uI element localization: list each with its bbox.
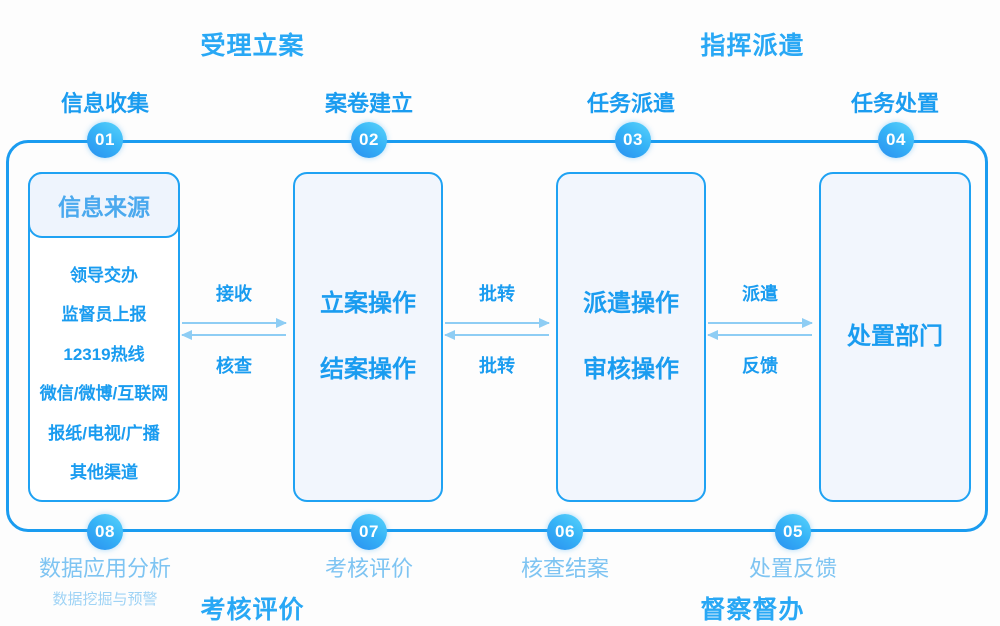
step-caption-02: 案卷建立 [324,91,413,116]
section-title-supervision: 督察督办 [700,596,805,624]
arrow-label-forward-3: 派遣 [742,284,778,304]
arrow-group-1: 接收 核查 [181,280,287,378]
step-caption-05: 处置反馈 [748,556,837,581]
step-badge-08[interactable]: 08 [87,514,123,550]
section-title-acceptance: 受理立案 [200,32,305,60]
arrow-line-backward [182,334,286,336]
card-label-line2: 结案操作 [320,356,416,383]
step-caption-03: 任务派遣 [586,91,675,116]
step-badge-02[interactable]: 02 [351,122,387,158]
list-item: 微信/微博/互联网 [39,384,169,404]
arrow-lines-1 [181,318,287,340]
arrowhead-right-icon [276,318,287,328]
step-caption-08-sub: 数据挖掘与预警 [52,591,158,608]
arrowhead-left-icon [181,330,192,340]
list-item: 其他渠道 [70,463,138,483]
section-title-assessment: 考核评价 [200,596,305,624]
arrow-lines-3 [707,318,813,340]
card-label-line1: 派遣操作 [583,290,679,317]
list-item: 领导交办 [70,265,138,285]
arrow-line-backward [708,334,812,336]
card-handling-department: 处置部门 [819,172,971,502]
arrowhead-left-icon [707,330,718,340]
step-caption-08: 数据应用分析 [38,556,171,581]
card-dispatch-operation: 派遣操作 审核操作 [556,172,706,502]
card-information-source: 信息来源 领导交办 监督员上报 12319热线 微信/微博/互联网 报纸/电视/… [28,172,180,502]
arrow-line-backward [445,334,549,336]
arrow-lines-2 [444,318,550,340]
step-badge-07[interactable]: 07 [351,514,387,550]
step-badge-01[interactable]: 01 [87,122,123,158]
arrowhead-right-icon [539,318,550,328]
arrow-label-backward-2: 批转 [479,356,515,376]
list-item: 报纸/电视/广播 [48,423,160,443]
card-label-line2: 审核操作 [583,356,679,383]
arrowhead-left-icon [444,330,455,340]
step-badge-05[interactable]: 05 [775,514,811,550]
arrow-line-forward [445,322,549,324]
card-case-building: 立案操作 结案操作 [293,172,443,502]
arrow-line-forward [708,322,812,324]
arrow-group-3: 派遣 反馈 [707,280,813,378]
arrow-label-backward-1: 核查 [216,356,252,376]
list-item: 12319热线 [63,344,145,364]
process-track-frame [6,140,988,532]
step-caption-04: 任务处置 [850,91,939,116]
card-label-line1: 立案操作 [320,290,416,317]
card-label-line1: 处置部门 [847,323,943,350]
step-caption-07: 考核评价 [324,556,413,581]
arrowhead-right-icon [802,318,813,328]
step-badge-06[interactable]: 06 [547,514,583,550]
arrow-label-backward-3: 反馈 [742,356,778,376]
information-source-list: 领导交办 监督员上报 12319热线 微信/微博/互联网 报纸/电视/广播 其他… [30,242,178,498]
information-source-header: 信息来源 [28,172,180,238]
step-badge-03[interactable]: 03 [615,122,651,158]
arrow-label-forward-1: 接收 [216,284,252,304]
section-title-dispatch: 指挥派遣 [700,32,805,60]
step-caption-06: 核查结案 [520,556,609,581]
list-item: 监督员上报 [61,305,147,325]
arrow-line-forward [182,322,286,324]
arrow-label-forward-2: 批转 [479,284,515,304]
arrow-group-2: 批转 批转 [444,280,550,378]
step-badge-04[interactable]: 04 [878,122,914,158]
step-caption-01: 信息收集 [60,91,149,116]
